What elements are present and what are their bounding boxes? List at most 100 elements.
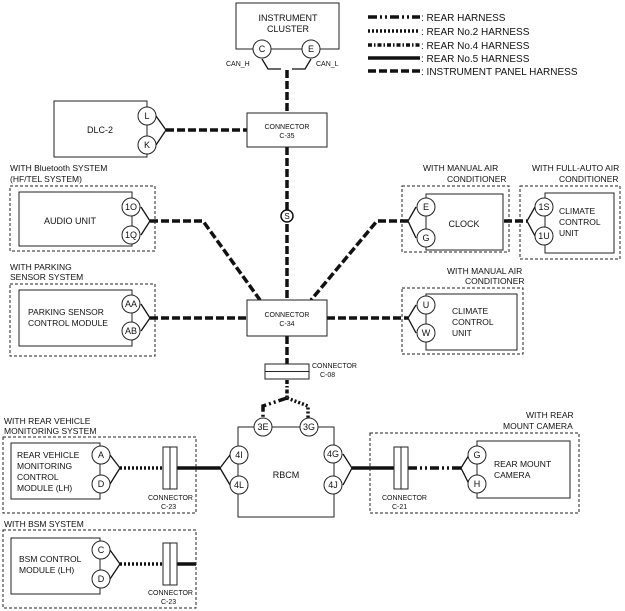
pin-4j-rbcm [323, 475, 343, 495]
wire-rbcm-3g [286, 396, 310, 418]
connector-c35-label-1: CONNECTOR [265, 124, 310, 131]
rear-vehicle-label-3: CONTROL [17, 472, 59, 482]
parking-condition-2: SENSOR SYSTEM [10, 272, 83, 282]
twisted-pair-icon [280, 209, 294, 223]
rear-camera-condition-2: MOUNT CAMERA [503, 421, 573, 431]
legend-label-rear-no4: : REAR No.4 HARNESS [421, 41, 530, 52]
full-auto-condition-2: CONDITIONER [559, 174, 619, 184]
pin-1s-climate-label: 1S [538, 202, 549, 212]
parking-sensor-label-1: PARKING SENSOR [28, 307, 104, 317]
manual-climate-condition-2: CONDITIONER [465, 276, 525, 286]
connector-c23-lower-label-1: CONNECTOR [148, 590, 193, 597]
wire-can-h-cluster [261, 58, 281, 70]
pin-3e-rbcm [253, 417, 273, 437]
clock-condition-frame [401, 185, 510, 253]
parking-sensor-box [18, 289, 133, 347]
rear-vehicle-box [10, 442, 101, 500]
wire-audio-to-c34 [150, 219, 262, 302]
legend-label-rear: : REAR HARNESS [421, 13, 506, 24]
pin-g-clock [416, 228, 436, 248]
connector-c35-box [246, 112, 328, 148]
pin-g-camera-label: G [473, 450, 480, 460]
pin-k-dlc2 [137, 135, 157, 155]
pin-w-climate [416, 323, 436, 343]
legend-label-instrument-panel: : INSTRUMENT PANEL HARNESS [421, 67, 578, 78]
full-auto-climate-label-2: CONTROL [559, 217, 601, 227]
wire-bsm-pins [109, 549, 121, 580]
clock-condition-2: CONDITIONER [447, 174, 507, 184]
connector-c35: CONNECTOR C-35 [246, 112, 328, 148]
audio-unit-group: WITH Bluetooth SYSTEM (HF/TEL SYSTEM) AU… [9, 163, 156, 252]
wire-rbcm-3e [261, 396, 288, 418]
pin-a-rear-vehicle-label: A [98, 450, 104, 460]
dlc2-label: DLC-2 [87, 125, 113, 135]
pin-a-rear-vehicle [91, 445, 111, 465]
can-l-label: CAN_L [316, 61, 339, 68]
pin-4j-rbcm-label: 4J [328, 480, 338, 490]
connector-c21-label-2: C-21 [392, 504, 407, 511]
pin-e-instrument [301, 39, 321, 59]
dlc2-box [53, 100, 148, 158]
pin-4i-rbcm-label: 4I [235, 450, 243, 460]
rear-camera-group: WITH REAR MOUNT CAMERA REAR MOUNT CAMERA… [369, 410, 580, 514]
connector-c34: CONNECTOR C-34 [246, 299, 328, 337]
pin-c-instrument [252, 39, 272, 59]
audio-unit-label: AUDIO UNIT [44, 216, 97, 226]
rear-vehicle-group: WITH REAR VEHICLE MONITORING SYSTEM REAR… [2, 416, 197, 514]
wire-manual-climate-pins [407, 304, 417, 334]
connector-c21-label-1: CONNECTOR [382, 495, 427, 502]
pin-aa-parking [121, 294, 141, 314]
clock-box [425, 193, 504, 251]
dlc2: DLC-2 L K [53, 100, 157, 158]
pin-h-camera-label: H [474, 479, 481, 489]
manual-climate-condition-frame [401, 287, 524, 355]
pin-1q-audio [121, 225, 141, 245]
rear-vehicle-label-4: MODULE (LH) [17, 483, 72, 493]
rbcm-label: RBCM [273, 470, 300, 480]
rbcm-box [237, 426, 335, 518]
manual-climate-box [425, 293, 518, 351]
bsm-group: WITH BSM SYSTEM BSM CONTROL MODULE (LH) … [2, 519, 197, 609]
wire-full-auto-pins [526, 206, 536, 237]
pin-d-rear-vehicle-label: D [98, 479, 105, 489]
connector-c08-label-2: C-08 [320, 372, 335, 379]
connector-c34-label-1: CONNECTOR [265, 312, 310, 319]
manual-climate-label-1: CLIMATE [452, 306, 489, 316]
full-auto-condition-frame [519, 185, 621, 260]
wire-rbcm-4i-4l [219, 454, 231, 486]
pin-3g-rbcm-label: 3G [303, 422, 315, 432]
connector-c35-label-2: C-35 [279, 133, 294, 140]
wire-camera-pins [460, 454, 470, 485]
wire-audio-pins [140, 206, 151, 236]
rear-vehicle-label-1: REAR VEHICLE [17, 450, 80, 460]
pin-4g-rbcm [323, 444, 343, 464]
clock-condition-1: WITH MANUAL AIR [423, 163, 498, 173]
connector-c23-upper-label-1: CONNECTOR [148, 495, 193, 502]
pin-1s-climate [534, 197, 554, 217]
full-auto-climate-label-3: UNIT [559, 228, 579, 238]
legend-label-rear-no5: : REAR No.5 HARNESS [421, 54, 530, 65]
twisted-pair-label: S [284, 212, 289, 221]
audio-condition-frame [9, 185, 156, 252]
pin-e-instrument-label: E [308, 44, 314, 54]
bsm-label-2: MODULE (LH) [19, 565, 74, 575]
wire-clock-pins [407, 206, 417, 239]
audio-unit-box [18, 191, 133, 247]
pin-e-clock-label: E [423, 202, 429, 212]
twisted-pair-mark: S [280, 209, 294, 223]
pin-1q-audio-label: 1Q [125, 230, 137, 240]
full-auto-condition-1: WITH FULL-AUTO AIR [532, 163, 619, 173]
pin-1o-audio-label: 1O [125, 202, 137, 212]
rear-vehicle-label-2: MONITORING [17, 461, 72, 471]
rear-camera-label-1: REAR MOUNT [494, 459, 551, 469]
pin-ab-parking [121, 321, 141, 341]
instrument-cluster-label-2: CLUSTER [267, 24, 310, 34]
rear-camera-condition-frame [369, 432, 580, 514]
wires [109, 58, 536, 580]
pin-c-instrument-label: C [259, 44, 266, 54]
wire-clock-to-c34 [309, 219, 408, 302]
audio-condition-1: WITH Bluetooth SYSTEM [10, 163, 107, 173]
connector-c08: CONNECTOR C-08 [264, 363, 357, 380]
connector-c34-box [246, 299, 328, 337]
